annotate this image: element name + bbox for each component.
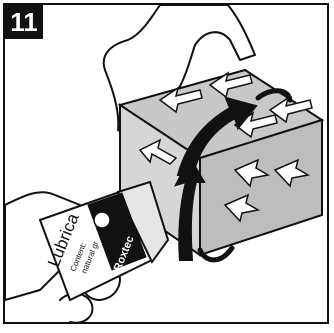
image-frame	[3, 3, 329, 324]
step-number-badge: 11	[5, 5, 43, 39]
